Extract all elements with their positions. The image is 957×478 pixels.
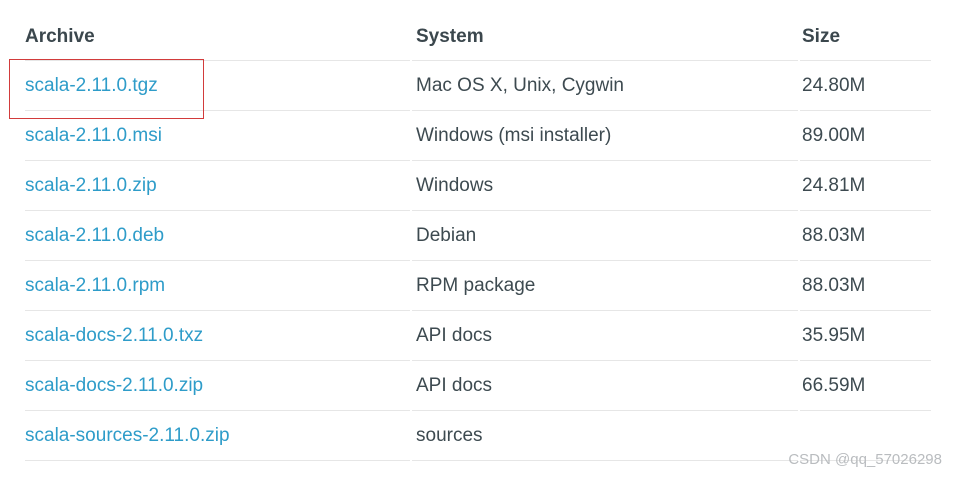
system-cell: Debian [416,225,477,246]
size-cell: 24.80M [802,75,866,96]
divider [412,360,798,361]
table-row: scala-sources-2.11.0.zip sources [25,411,931,461]
divider [412,110,798,111]
column-header-size: Size [802,25,841,47]
table-row: scala-2.11.0.rpm RPM package 88.03M [25,261,931,311]
divider [412,310,798,311]
size-cell: 88.03M [802,275,866,296]
column-header-archive: Archive [25,25,95,47]
divider [800,260,931,261]
watermark: CSDN @qq_57026298 [788,451,942,468]
archive-download-link[interactable]: scala-2.11.0.rpm [25,275,166,296]
divider [800,360,931,361]
divider [25,310,410,311]
divider [412,410,798,411]
system-cell: Mac OS X, Unix, Cygwin [416,75,624,96]
divider [800,160,931,161]
divider [25,60,410,61]
divider [800,460,931,461]
divider [25,460,410,461]
table-row: scala-2.11.0.msi Windows (msi installer)… [25,111,931,161]
system-cell: Windows [416,175,494,196]
archive-cell: scala-docs-2.11.0.zip [25,361,410,411]
system-cell: sources [416,425,483,446]
archive-download-link[interactable]: scala-2.11.0.msi [25,125,162,146]
column-header-system: System [416,25,484,47]
divider [800,210,931,211]
system-cell: RPM package [416,275,536,296]
divider [25,260,410,261]
table-row: scala-docs-2.11.0.txz API docs 35.95M [25,311,931,361]
size-cell: 88.03M [802,225,866,246]
system-cell: API docs [416,375,493,396]
divider [25,160,410,161]
divider [412,260,798,261]
archive-cell: scala-2.11.0.tgz [25,61,410,111]
divider [800,410,931,411]
divider [412,460,798,461]
download-table: Archive System Size scala-2.11.0.tgz Mac… [25,12,931,461]
table-row: scala-2.11.0.zip Windows 24.81M [25,161,931,211]
size-cell: 24.81M [802,175,866,196]
table-row: scala-2.11.0.tgz Mac OS X, Unix, Cygwin … [25,61,931,111]
archive-download-link[interactable]: scala-2.11.0.tgz [25,75,158,96]
system-cell: Windows (msi installer) [416,125,612,146]
table-row: scala-docs-2.11.0.zip API docs 66.59M [25,361,931,411]
archive-download-link[interactable]: scala-2.11.0.zip [25,175,157,196]
archive-download-link[interactable]: scala-sources-2.11.0.zip [25,425,230,446]
table-header-row: Archive System Size [25,12,931,61]
archive-download-link[interactable]: scala-2.11.0.deb [25,225,165,246]
size-cell: 66.59M [802,375,866,396]
system-cell: API docs [416,325,493,346]
archive-cell: scala-2.11.0.msi [25,111,410,161]
size-cell: 89.00M [802,125,866,146]
archive-cell: scala-2.11.0.rpm [25,261,410,311]
table-row: scala-2.11.0.deb Debian 88.03M [25,211,931,261]
archive-cell: scala-docs-2.11.0.txz [25,311,410,361]
divider [25,410,410,411]
archive-cell: scala-sources-2.11.0.zip [25,411,410,461]
divider [800,110,931,111]
divider [25,360,410,361]
size-cell: 35.95M [802,325,866,346]
archive-cell: scala-2.11.0.deb [25,211,410,261]
divider [25,110,410,111]
archive-download-link[interactable]: scala-docs-2.11.0.zip [25,375,204,396]
divider [412,210,798,211]
divider [412,160,798,161]
archive-cell: scala-2.11.0.zip [25,161,410,211]
divider [412,60,798,61]
divider [25,210,410,211]
divider [800,60,931,61]
divider [800,310,931,311]
archive-download-link[interactable]: scala-docs-2.11.0.txz [25,325,204,346]
